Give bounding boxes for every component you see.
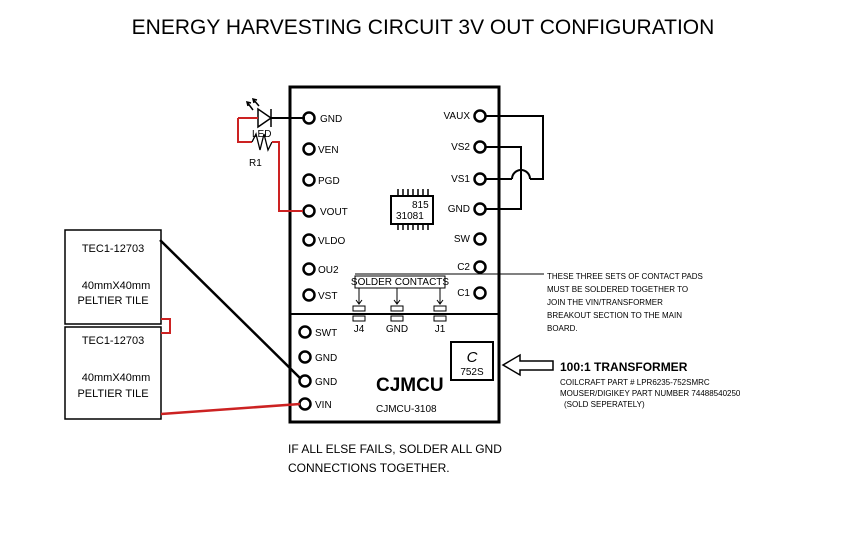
pin-label: VS1 — [451, 174, 470, 185]
pin-label: SWT — [315, 328, 337, 339]
pin-label: VAUX — [444, 111, 471, 122]
pin-label: C2 — [457, 262, 470, 273]
resistor-label: R1 — [249, 158, 262, 169]
left-pin-pgd: PGD — [302, 173, 340, 187]
left-pin-vout: VOUT — [302, 204, 348, 218]
breakout-pin-gnd-2: GND — [298, 374, 337, 388]
footer-note-line: IF ALL ELSE FAILS, SOLDER ALL GND — [288, 442, 502, 456]
peltier-tile-2: TEC1-12703 40mmX40mm PELTIER TILE — [64, 326, 162, 420]
pin-label: VEN — [318, 145, 339, 156]
chip-marking-top: 815 — [412, 200, 429, 211]
pin-label: SW — [454, 234, 471, 245]
right-pin-vs1: VS1 — [451, 172, 487, 186]
pin-label: GND — [315, 353, 337, 364]
pad-gnd-top — [390, 305, 404, 312]
resistor-icon — [251, 132, 273, 152]
right-pin-gnd: GND — [448, 202, 487, 216]
footer-note-line: CONNECTIONS TOGETHER. — [288, 461, 450, 475]
pin-label: VOUT — [320, 207, 348, 218]
brand-logo-text: CJMCU — [376, 375, 444, 396]
peltier-model: TEC1-12703 — [82, 243, 144, 255]
diagram-title: ENERGY HARVESTING CIRCUIT 3V OUT CONFIGU… — [132, 16, 715, 39]
peltier-wires — [159, 239, 302, 416]
coilcraft-logo: C — [467, 349, 478, 366]
right-jumper-wires — [486, 115, 544, 210]
solder-contacts-label: SOLDER CONTACTS — [351, 277, 449, 288]
left-pin-gnd: GND — [302, 111, 342, 125]
pad-j1-top — [433, 305, 447, 312]
led-icon — [245, 97, 273, 129]
breakout-pin-vin: VIN — [298, 397, 332, 411]
pad-note-line: JOIN THE VIN/TRANSFORMER — [547, 298, 663, 307]
led-label: LED — [252, 129, 271, 140]
left-pin-vst: VST — [302, 288, 337, 302]
right-pin-sw: SW — [454, 232, 487, 246]
transformer-chip-marking: 752S — [460, 367, 484, 378]
pad-label-j4: J4 — [354, 324, 365, 335]
pad-note-line: THESE THREE SETS OF CONTACT PADS — [547, 272, 703, 281]
right-pin-c2: C2 — [457, 260, 487, 274]
breakout-pin-gnd-1: GND — [298, 350, 337, 364]
left-pin-vldo: VLDO — [302, 233, 345, 247]
pin-label: GND — [448, 204, 470, 215]
pad-j4-top — [352, 305, 366, 312]
pad-j4-bottom — [352, 315, 366, 322]
ic-chip: 815 31081 — [390, 189, 434, 230]
peltier-size: 40mmX40mm — [82, 280, 150, 292]
transformer-info-line: MOUSER/DIGIKEY PART NUMBER 74488540250 — [560, 389, 741, 398]
pad-label-j1: J1 — [435, 324, 446, 335]
left-pin-ou2: OU2 — [302, 262, 339, 276]
transformer-info-line: COILCRAFT PART # LPR6235-752SMRC — [560, 378, 710, 387]
pad-label-gnd: GND — [386, 324, 408, 335]
pad-note-line: MUST BE SOLDERED TOGETHER TO — [547, 285, 688, 294]
pin-label: OU2 — [318, 265, 339, 276]
pad-note-line: BREAKOUT SECTION TO THE MAIN — [547, 311, 682, 320]
pin-label: VIN — [315, 400, 332, 411]
left-pin-ven: VEN — [302, 142, 339, 156]
transformer-title: 100:1 TRANSFORMER — [560, 360, 688, 374]
led-resistor: LED R1 — [237, 97, 305, 212]
board-outline — [288, 85, 501, 424]
chip-marking-bottom: 31081 — [396, 211, 424, 222]
board-model: CJMCU-3108 — [376, 404, 437, 415]
breakout-pin-swt: SWT — [298, 325, 337, 339]
left-arrow-icon — [501, 353, 554, 377]
right-pin-vs2: VS2 — [451, 140, 487, 154]
peltier-type: PELTIER TILE — [77, 388, 148, 400]
transformer-info-line: (SOLD SEPERATELY) — [564, 400, 645, 409]
pad-j1-bottom — [433, 315, 447, 322]
pin-label: VS2 — [451, 142, 470, 153]
solder-contacts: SOLDER CONTACTS J4 GND J1 — [351, 275, 449, 335]
pin-label: GND — [315, 377, 337, 388]
peltier-model: TEC1-12703 — [82, 335, 144, 347]
right-pin-c1: C1 — [457, 286, 487, 300]
peltier-tile-1: TEC1-12703 40mmX40mm PELTIER TILE — [64, 229, 162, 325]
pad-gnd-bottom — [390, 315, 404, 322]
transformer-chip: C 752S — [450, 341, 494, 381]
pin-label: C1 — [457, 288, 470, 299]
peltier-size: 40mmX40mm — [82, 372, 150, 384]
pin-label: GND — [320, 114, 342, 125]
pin-label: VLDO — [318, 236, 345, 247]
peltier-type: PELTIER TILE — [77, 295, 148, 307]
pin-label: VST — [318, 291, 337, 302]
pin-label: PGD — [318, 176, 340, 187]
right-pin-vaux: VAUX — [444, 109, 487, 123]
pad-note-line: BOARD. — [547, 324, 578, 333]
